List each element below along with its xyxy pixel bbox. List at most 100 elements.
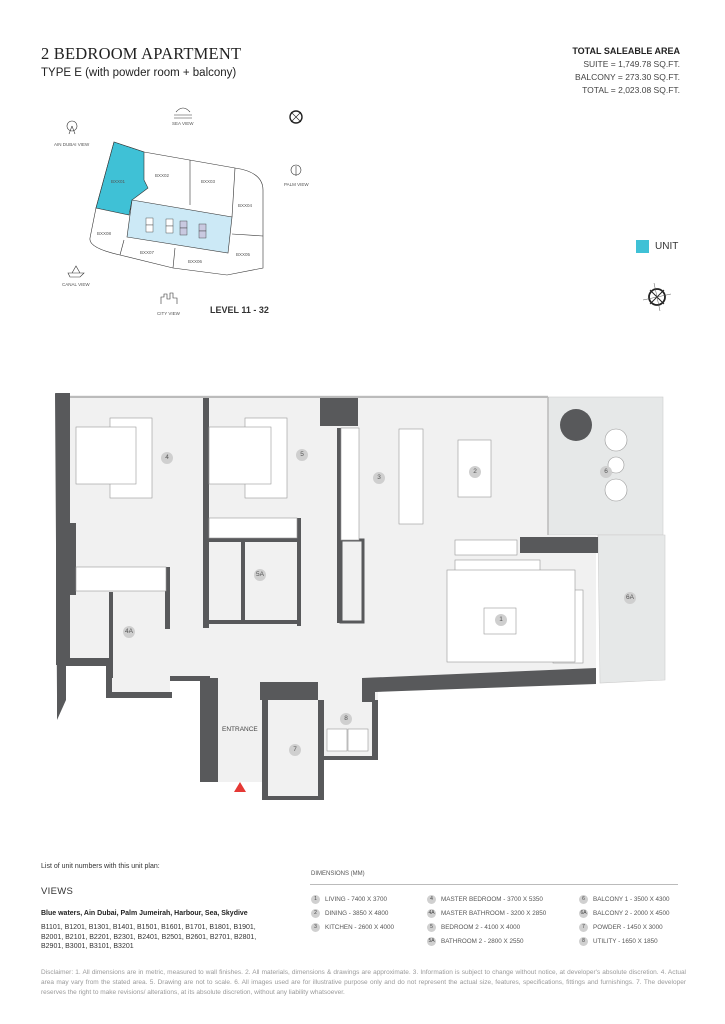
wardrobe (208, 517, 298, 539)
wall (200, 678, 218, 782)
views-heading: VIEWS (41, 886, 74, 897)
wall (320, 398, 358, 426)
room-marker-7: 7 (289, 744, 301, 756)
dim-number: 1 (311, 895, 320, 904)
unit-label-bxx01: BXX01 (111, 179, 126, 184)
wall (372, 700, 378, 760)
kitchen-island (398, 428, 424, 525)
unit-label-bxx03: BXX03 (201, 179, 216, 184)
room-marker-4a: 4A (123, 626, 135, 638)
sea-icon (174, 107, 192, 119)
wall (260, 682, 318, 700)
room-marker-6: 6 (600, 466, 612, 478)
room-marker-2: 2 (469, 466, 481, 478)
key-plan (66, 107, 303, 304)
core (126, 199, 233, 254)
dim-text: MASTER BEDROOM - 3700 X 5350 (441, 896, 543, 903)
wall (337, 428, 341, 623)
dimension-item: 6 BALCONY 1 - 3500 X 4300 (579, 895, 670, 904)
unit-label-bxx07: BXX07 (140, 250, 155, 255)
tv-console (454, 539, 518, 556)
wall (70, 523, 76, 595)
balcony-2 (597, 534, 666, 684)
dim-text: MASTER BATHROOM - 3200 X 2850 (441, 910, 547, 917)
yacht-icon (67, 265, 85, 278)
wall (209, 538, 299, 542)
unit-legend-swatch (636, 240, 649, 253)
view-label-palm: PALM VIEW (284, 182, 309, 187)
area-balcony: BALCONY = 273.30 SQ.FT. (575, 72, 680, 82)
dim-text: BEDROOM 2 - 4100 X 4000 (441, 924, 521, 931)
wall (362, 668, 596, 702)
dimension-item: 7 POWDER - 1450 X 3000 (579, 923, 663, 932)
ferris-wheel-icon (66, 120, 78, 135)
room-marker-5a: 5A (254, 569, 266, 581)
wall (262, 700, 268, 798)
room-marker-5: 5 (296, 449, 308, 461)
unit-label-bxx02: BXX02 (155, 173, 170, 178)
outdoor-table (560, 409, 592, 441)
disclaimer: Disclaimer: 1. All dimensions are in met… (41, 969, 686, 996)
compass-icon (642, 282, 672, 312)
dim-number: 4 (427, 895, 436, 904)
bed (75, 426, 137, 485)
wardrobe (75, 566, 167, 592)
dim-text: BATHROOM 2 - 2800 X 2550 (441, 938, 524, 945)
dim-number: 5 (427, 923, 436, 932)
unit-bxx01-highlight (95, 141, 149, 216)
dimensions-heading: DIMENSIONS (MM) (311, 871, 365, 877)
dim-text: DINING - 3850 X 4800 (325, 910, 389, 917)
dim-number: 7 (579, 923, 588, 932)
area-suite: SUITE = 1,749.78 SQ.FT. (583, 59, 680, 69)
unit-label-bxx05: BXX05 (236, 252, 251, 257)
wall (241, 542, 245, 622)
floor-plan (55, 393, 666, 800)
wall (262, 796, 324, 800)
lounge-chair (604, 478, 628, 502)
dimension-item: 5 BEDROOM 2 - 4100 X 4000 (427, 923, 520, 932)
area-total: TOTAL = 2,023.08 SQ.FT. (582, 85, 680, 95)
unit-label-bxx08: BXX08 (97, 231, 112, 236)
unit-label-bxx06: BXX06 (188, 259, 203, 264)
view-label-ain-dubai: AIN DUBAI VIEW (54, 142, 90, 147)
lounge-chair (604, 428, 628, 452)
view-label-canal: CANAL VIEW (62, 282, 90, 287)
divider (231, 233, 264, 237)
dim-text: BALCONY 1 - 3500 X 4300 (593, 896, 670, 903)
dimension-item: 4A MASTER BATHROOM - 3200 X 2850 (427, 909, 546, 918)
entrance-marker (234, 782, 246, 792)
dimension-item: 6A BALCONY 2 - 2000 X 4500 (579, 909, 670, 918)
divider (231, 167, 236, 218)
dim-text: BALCONY 2 - 2000 X 4500 (593, 910, 670, 917)
room-marker-6a: 6A (624, 592, 636, 604)
dim-number: 6 (579, 895, 588, 904)
unit-label-bxx04: BXX04 (238, 203, 253, 208)
dim-number: 4A (427, 909, 436, 918)
dim-text: POWDER - 1450 X 3000 (593, 924, 663, 931)
room-marker-1: 1 (495, 614, 507, 626)
room-marker-8: 8 (340, 713, 352, 725)
level-label: LEVEL 11 - 32 (210, 305, 269, 315)
wall (203, 398, 209, 628)
dim-number: 3 (311, 923, 320, 932)
washing-machine (326, 728, 348, 752)
dim-text: KITCHEN - 2600 X 4000 (325, 924, 394, 931)
wall (520, 537, 598, 553)
wall (322, 756, 378, 760)
unit-list-label: List of unit numbers with this unit plan… (41, 863, 160, 870)
wall (318, 700, 324, 800)
kitchen-counter (340, 427, 360, 541)
wall (209, 620, 301, 624)
room-marker-3: 3 (373, 472, 385, 484)
wall (109, 592, 113, 678)
page-title: 2 BEDROOM APARTMENT (41, 44, 242, 63)
view-label-city: CITY VIEW (157, 311, 180, 316)
dimension-item: 4 MASTER BEDROOM - 3700 X 5350 (427, 895, 543, 904)
side-table (607, 456, 625, 474)
dim-number: 6A (579, 909, 588, 918)
wall (56, 393, 70, 665)
